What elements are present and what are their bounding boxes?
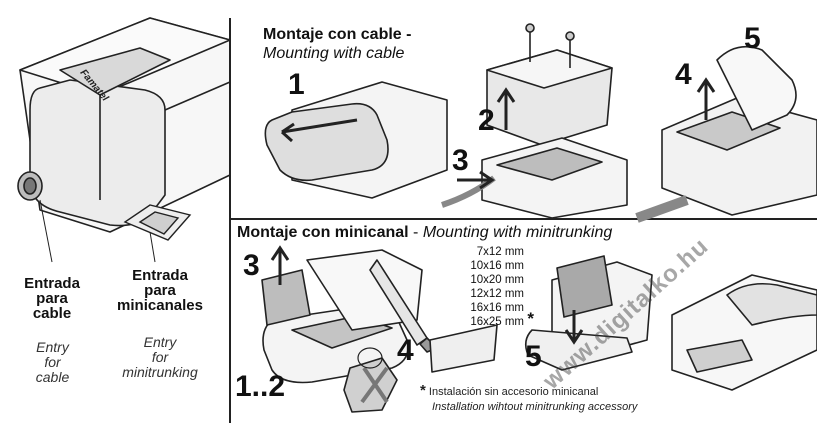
minitrunking-step-4: 4 <box>397 334 414 367</box>
vertical-divider <box>229 18 231 423</box>
installation-note: * Instalación sin accesorio minicanal <box>420 382 599 399</box>
cable-step-4: 4 <box>675 58 692 91</box>
minitrunking-sizes-list: 7x12 mm 10x16 mm 10x20 mm 12x12 mm 16x16… <box>440 245 534 329</box>
minitrunking-mounting-title-en: Mounting with minitrunking <box>422 224 613 241</box>
cable-mounting-illustration <box>264 23 817 223</box>
cable-step-3: 3 <box>452 144 469 177</box>
cable-step-5: 5 <box>744 22 761 55</box>
size-item: 12x12 mm <box>470 288 524 300</box>
cable-mounting-title: Montaje con cable - <box>263 26 412 43</box>
size-asterisk: * <box>527 309 534 328</box>
minitrunking-mounting-title: Montaje con minicanal - Mounting with mi… <box>237 224 613 241</box>
cable-mounting-title-en: Mounting with cable <box>263 45 405 62</box>
cable-step-1: 1 <box>288 68 305 101</box>
installation-note-en: Installation wihtout minitrunking access… <box>432 401 638 413</box>
cable-entry-label: Entrada para cable <box>24 275 80 322</box>
minitrunking-mounting-illustration <box>261 245 817 413</box>
minitrunking-entry-label-en: Entry for minitrunking <box>122 334 198 380</box>
size-item: 10x16 mm <box>470 260 524 272</box>
cable-mounting-title-es: Montaje con cable <box>263 26 402 43</box>
minitrunking-mounting-title-es: Montaje con minicanal <box>237 224 409 241</box>
horizontal-divider <box>231 218 817 220</box>
minitrunking-step-1-2: 1..2 <box>235 370 286 403</box>
minitrunking-step-3: 3 <box>243 249 260 282</box>
size-item: 16x16 mm <box>470 302 524 314</box>
size-item: 16x25 mm* <box>470 309 534 328</box>
size-item: 7x12 mm <box>476 246 524 258</box>
power-strip-illustration <box>17 17 231 263</box>
minitrunking-step-5: 5 <box>525 340 542 373</box>
minitrunking-entry-label: Entrada para minicanales <box>117 267 203 314</box>
cable-entry-label-en: Entry for cable <box>35 339 70 385</box>
note-asterisk: * <box>420 382 426 399</box>
size-item: 10x20 mm <box>470 274 524 286</box>
cable-step-2: 2 <box>478 104 495 137</box>
note-es: Instalación sin accesorio minicanal <box>428 386 599 398</box>
